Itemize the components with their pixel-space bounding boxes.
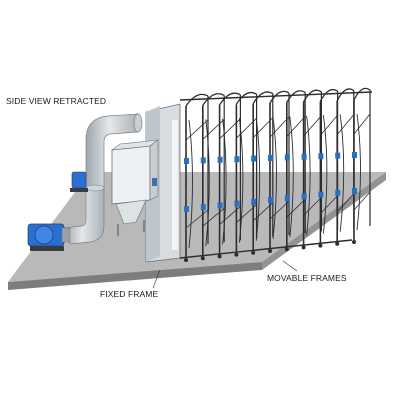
movable-frame xyxy=(284,90,306,252)
blower-fan-front xyxy=(27,223,71,251)
movable-frames-group xyxy=(179,87,373,262)
leader-lines xyxy=(152,260,298,289)
movable-frame xyxy=(352,87,371,244)
blower-fan-rear xyxy=(70,171,88,192)
dust-collector xyxy=(110,139,160,236)
side-view-label: SIDE VIEW RETRACTED xyxy=(6,96,107,106)
movable-frame xyxy=(301,89,322,250)
movable-frames-label: MOVABLE FRAMES xyxy=(267,273,347,283)
top-rail xyxy=(179,91,373,101)
movable-frame xyxy=(268,90,290,253)
exhaust-duct xyxy=(63,113,143,245)
floor-rail xyxy=(179,239,353,259)
movable-frame xyxy=(200,93,225,261)
movable-frame xyxy=(335,88,355,246)
fixed-frame-label: FIXED FRAME xyxy=(100,289,159,299)
